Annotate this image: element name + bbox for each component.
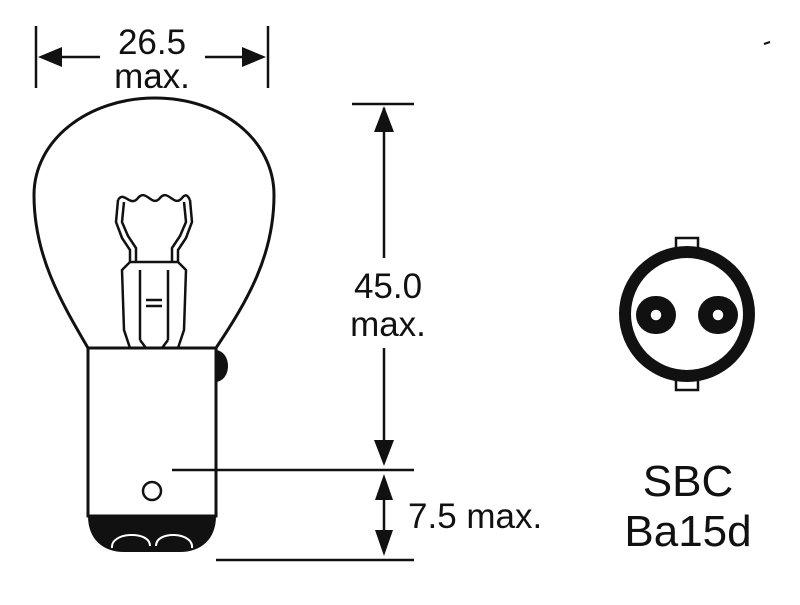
arrowhead-up-small — [375, 474, 393, 500]
bulb-glass-outline — [32, 96, 276, 349]
bulb-base — [86, 346, 228, 552]
end-view-insulator — [631, 258, 743, 370]
width-dimension — [34, 26, 270, 88]
stray-mark — [763, 41, 771, 45]
pin-offset-text: 7.5 max. — [408, 497, 542, 536]
height-dimension — [172, 102, 414, 562]
height-value: 45.0 — [354, 267, 422, 306]
height-qualifier: max. — [350, 305, 426, 344]
pin-offset-dimension — [375, 474, 393, 556]
base-type-label: SBC — [643, 457, 733, 506]
glass-stem — [120, 261, 132, 349]
contact-end — [88, 516, 216, 552]
base-end-view — [619, 236, 755, 392]
filament-coil — [116, 193, 192, 203]
arrowhead-up — [374, 106, 394, 132]
base-hole — [141, 480, 163, 502]
filament-support-right — [176, 199, 194, 262]
arrowhead-down-small — [375, 530, 393, 556]
arrowhead-left — [38, 47, 62, 67]
base-code-label: Ba15d — [624, 507, 751, 556]
filament-support-left — [114, 199, 132, 262]
filament-assembly — [114, 193, 194, 349]
arrowhead-down — [374, 440, 394, 466]
arrowhead-right — [242, 47, 266, 67]
bayonet-pin — [216, 350, 228, 382]
width-qualifier: max. — [114, 57, 190, 96]
width-value: 26.5 — [118, 23, 186, 62]
